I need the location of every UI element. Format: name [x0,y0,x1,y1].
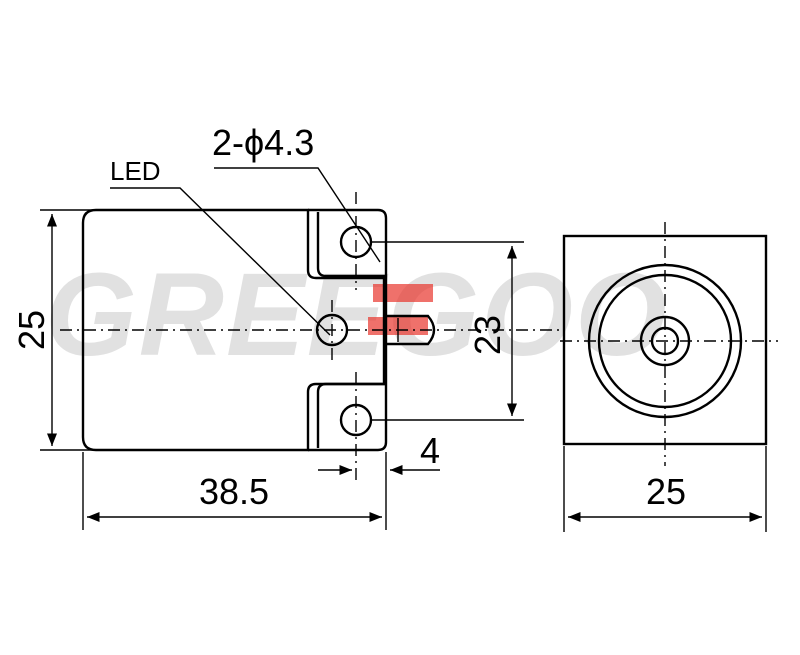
flange-outline [308,208,388,452]
leader-hole-spec: 2-ϕ4.3 [212,122,381,263]
leader-led: LED [110,156,331,336]
hole-spec-label: 2-ϕ4.3 [212,122,314,163]
dim-spacing-value: 23 [467,315,508,355]
cable-stub [386,314,436,346]
dim-face-value: 25 [646,471,686,512]
hole-spec-leader-line [214,167,381,263]
dim-hole-spacing: 23 [372,241,524,421]
side-centerlines [60,192,560,484]
dim-height: 25 [11,209,96,451]
led-label: LED [110,156,161,186]
watermark-text: GREEGOO [45,249,669,381]
watermark: GREEGOO [45,249,669,381]
led-leader-line [110,187,331,336]
side-view-body-outline [81,208,386,452]
dim-length-value: 38.5 [199,471,269,512]
front-view [560,222,778,466]
top-tab [316,212,386,278]
watermark-accent-bar-1 [373,284,433,302]
bottom-tab [316,382,386,448]
dim-length: 38.5 [82,452,387,530]
dim-face-width: 25 [563,446,767,532]
dim-offset-value: 4 [420,430,440,471]
dim-height-value: 25 [11,310,52,350]
dim-tab-offset: 4 [318,430,440,476]
